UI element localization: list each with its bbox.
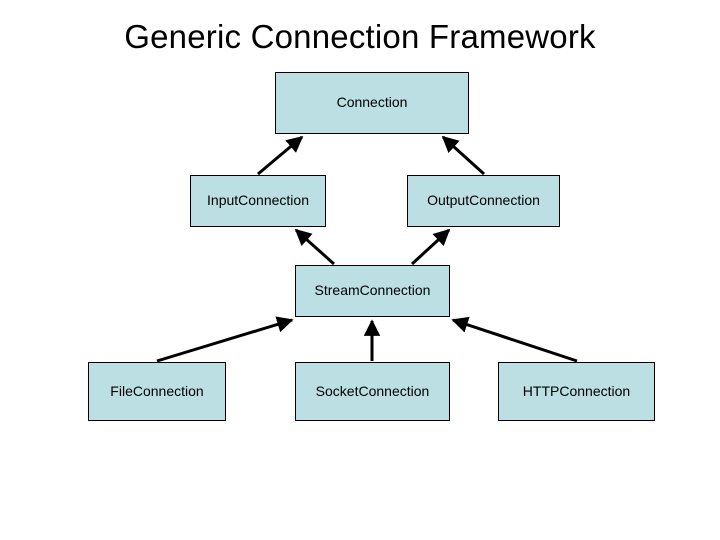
edge-http-to-stream — [451, 316, 578, 363]
node-label-input-connection: InputConnection — [207, 192, 309, 209]
node-file-connection[interactable]: FileConnection — [88, 362, 226, 421]
edge-stream-to-input — [294, 228, 336, 266]
edge-input-to-connection — [257, 135, 304, 176]
node-stream-connection[interactable]: StreamConnection — [295, 265, 450, 317]
node-label-socket-connection: SocketConnection — [315, 382, 430, 399]
node-output-connection[interactable]: OutputConnection — [407, 175, 560, 227]
node-socket-connection[interactable]: SocketConnection — [295, 362, 450, 421]
node-label-output-connection: OutputConnection — [427, 192, 540, 209]
page-title: Generic Connection Framework — [124, 18, 596, 55]
node-label-connection: Connection — [336, 94, 408, 111]
node-label-file-connection: FileConnection — [110, 382, 204, 399]
node-label-stream-connection: StreamConnection — [314, 282, 431, 299]
edge-stream-to-output — [410, 228, 451, 266]
node-label-http-connection: HTTPConnection — [522, 382, 631, 399]
node-http-connection[interactable]: HTTPConnection — [498, 362, 655, 421]
node-input-connection[interactable]: InputConnection — [190, 175, 326, 227]
node-connection[interactable]: Connection — [275, 72, 469, 134]
edge-file-to-stream — [156, 316, 294, 363]
edge-output-to-connection — [441, 135, 486, 176]
